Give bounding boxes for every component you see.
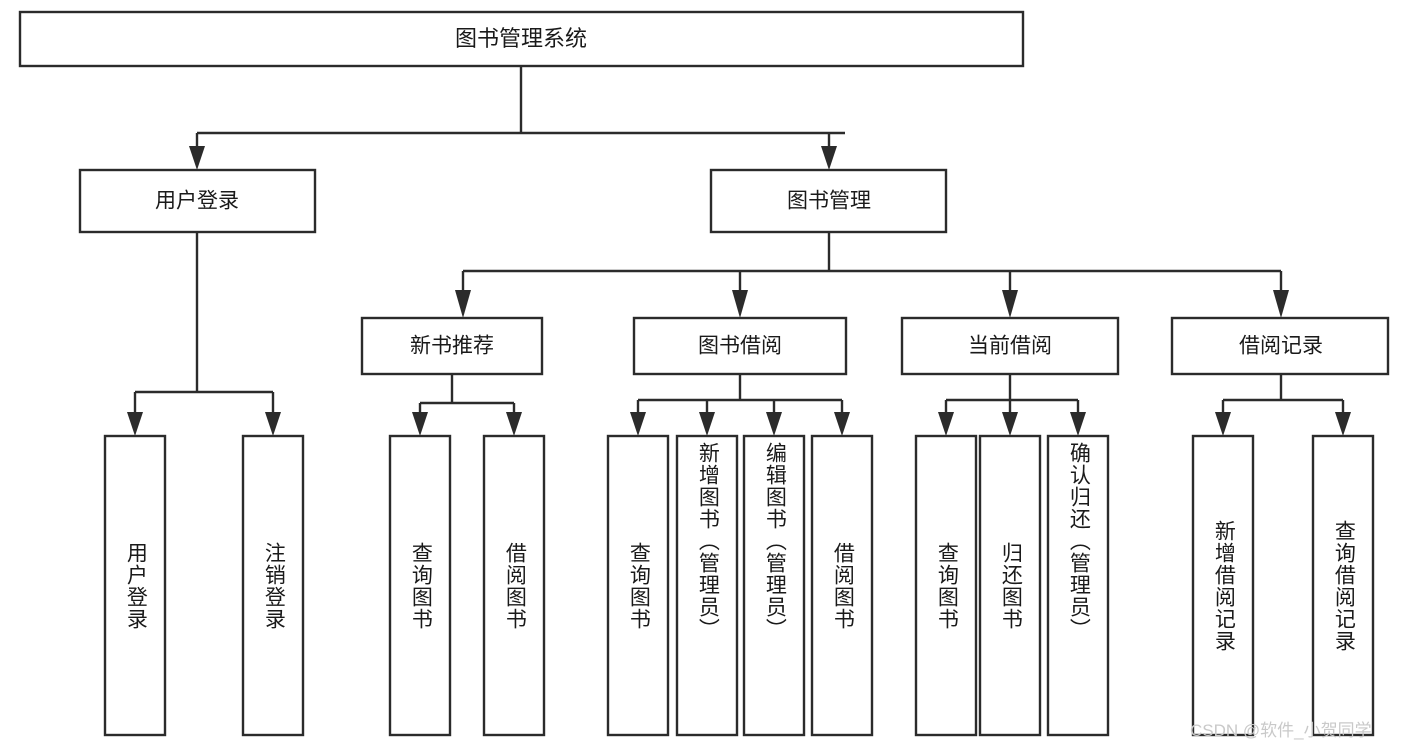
node-borrow-records-label: 借阅记录 bbox=[1239, 335, 1323, 358]
leaf-box-book-borrow-0[interactable] bbox=[606, 434, 670, 737]
node-book-management[interactable]: 图书管理 bbox=[709, 168, 948, 234]
node-root[interactable]: 图书管理系统 bbox=[18, 10, 1025, 68]
node-book-management-label: 图书管理 bbox=[787, 190, 871, 213]
connector-newbook-to-leaves bbox=[412, 374, 522, 436]
node-book-borrow[interactable]: 图书借阅 bbox=[632, 316, 848, 376]
leaf-box-current-borrow-1[interactable] bbox=[978, 434, 1042, 737]
leaf-box-book-borrow-2[interactable] bbox=[742, 434, 806, 737]
connector-currentborrow-to-leaves bbox=[938, 374, 1086, 436]
leaf-box-new-book-1[interactable] bbox=[482, 434, 546, 737]
leaf-box-borrow-records-1[interactable] bbox=[1311, 434, 1375, 737]
connector-userlogin-to-leaves bbox=[127, 232, 281, 436]
connector-bookmgmt-to-level3 bbox=[455, 232, 1289, 318]
connector-bookborrow-to-leaves bbox=[630, 374, 850, 436]
leaf-box-book-borrow-3[interactable] bbox=[810, 434, 874, 737]
leaf-box-user-login-0[interactable] bbox=[103, 434, 167, 737]
leaf-box-current-borrow-2[interactable] bbox=[1046, 434, 1110, 737]
node-root-label: 图书管理系统 bbox=[455, 26, 587, 51]
node-user-login[interactable]: 用户登录 bbox=[78, 168, 317, 234]
node-new-book-recommend-label: 新书推荐 bbox=[410, 335, 494, 358]
connector-borrowrecords-to-leaves bbox=[1215, 374, 1351, 436]
leaf-box-new-book-0[interactable] bbox=[388, 434, 452, 737]
node-user-login-label: 用户登录 bbox=[155, 190, 239, 213]
node-borrow-records[interactable]: 借阅记录 bbox=[1170, 316, 1390, 376]
connector-root-to-level2 bbox=[189, 66, 845, 170]
leaf-box-book-borrow-1[interactable] bbox=[675, 434, 739, 737]
node-new-book-recommend[interactable]: 新书推荐 bbox=[360, 316, 544, 376]
node-current-borrow-label: 当前借阅 bbox=[968, 335, 1052, 358]
node-book-borrow-label: 图书借阅 bbox=[698, 335, 782, 358]
leaf-box-current-borrow-0[interactable] bbox=[914, 434, 978, 737]
leaf-box-user-login-1[interactable] bbox=[241, 434, 305, 737]
watermark-csdn: CSDN @软件_小贺同学 bbox=[1190, 721, 1372, 740]
node-current-borrow[interactable]: 当前借阅 bbox=[900, 316, 1120, 376]
leaf-box-borrow-records-0[interactable] bbox=[1191, 434, 1255, 737]
